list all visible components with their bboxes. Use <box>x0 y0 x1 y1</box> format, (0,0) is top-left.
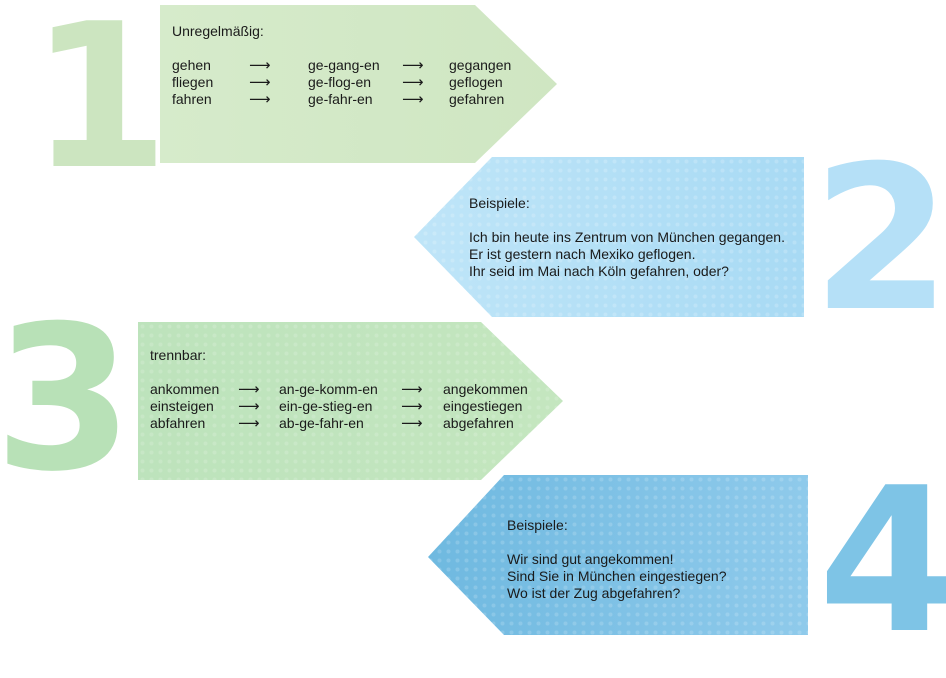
arrow-icon: ⟶ <box>401 398 423 415</box>
example-sentence: Ich bin heute ins Zentrum von München ge… <box>469 229 785 245</box>
section-3-content: trennbar: ankommen ⟶ an-ge-komm-en ⟶ ang… <box>150 347 528 432</box>
arrow-icon: ⟶ <box>249 74 271 91</box>
verb-base: fahren <box>172 91 212 107</box>
arrow-icon: ⟶ <box>401 381 423 398</box>
example-sentence: Wir sind gut angekommen! <box>507 551 674 567</box>
verb-row: abfahren ⟶ ab-ge-fahr-en ⟶ abgefahren <box>150 415 528 432</box>
big-number-4: 4 <box>818 445 946 678</box>
verb-participle: abgefahren <box>443 415 514 431</box>
big-number-1: 1 <box>30 0 169 214</box>
section-2-content: Beispiele: Ich bin heute ins Zentrum von… <box>469 195 785 280</box>
arrow-icon: ⟶ <box>402 91 424 108</box>
verb-row: fliegen ⟶ ge-flog-en ⟶ geflogen <box>172 74 511 91</box>
verb-base: gehen <box>172 57 211 73</box>
example-sentence: Er ist gestern nach Mexiko geflogen. <box>469 246 696 262</box>
verb-base: ankommen <box>150 381 220 397</box>
verb-row: gehen ⟶ ge-gang-en ⟶ gegangen <box>172 57 511 74</box>
arrow-icon: ⟶ <box>238 398 260 415</box>
verb-split: ge-fahr-en <box>308 91 373 107</box>
arrow-icon: ⟶ <box>401 415 423 432</box>
section-2-arrow-shape <box>414 157 804 317</box>
section-2-heading: Beispiele: <box>469 195 530 211</box>
verb-split: an-ge-komm-en <box>279 381 378 397</box>
arrow-icon: ⟶ <box>249 91 271 108</box>
verb-row: ankommen ⟶ an-ge-komm-en ⟶ angekommen <box>150 381 528 398</box>
verb-split: ge-flog-en <box>308 74 372 90</box>
arrow-icon: ⟶ <box>249 57 271 74</box>
section-1-content: Unregelmäßig: gehen ⟶ ge-gang-en ⟶ gegan… <box>172 23 511 108</box>
big-number-3: 3 <box>0 283 133 516</box>
verb-row: einsteigen ⟶ ein-ge-stieg-en ⟶ eingestie… <box>150 398 528 415</box>
verb-base: fliegen <box>172 74 214 90</box>
verb-split: ab-ge-fahr-en <box>279 415 364 431</box>
arrow-icon: ⟶ <box>402 57 424 74</box>
example-sentence: Sind Sie in München eingestiegen? <box>507 568 727 584</box>
example-sentence: Ihr seid im Mai nach Köln gefahren, oder… <box>469 263 729 279</box>
section-1-rows: gehen ⟶ ge-gang-en ⟶ gegangen fliegen ⟶ … <box>172 57 511 108</box>
arrow-icon: ⟶ <box>238 415 260 432</box>
section-3-rows: ankommen ⟶ an-ge-komm-en ⟶ angekommen ei… <box>150 381 528 432</box>
section-3-heading: trennbar: <box>150 347 207 363</box>
verb-participle: angekommen <box>443 381 528 397</box>
section-3-arrow-shape <box>138 322 563 480</box>
section-4-examples: Wir sind gut angekommen! Sind Sie in Mün… <box>507 551 727 602</box>
verb-participle: gegangen <box>449 57 512 73</box>
verb-split: ein-ge-stieg-en <box>279 398 373 414</box>
section-4-heading: Beispiele: <box>507 517 568 533</box>
section-1-arrow-shape <box>160 5 557 163</box>
verb-split: ge-gang-en <box>308 57 380 73</box>
example-sentence: Wo ist der Zug abgefahren? <box>507 585 681 601</box>
verb-participle: gefahren <box>449 91 505 107</box>
verb-participle: eingestiegen <box>443 398 523 414</box>
section-4-content: Beispiele: Wir sind gut angekommen! Sind… <box>507 517 727 602</box>
section-1-heading: Unregelmäßig: <box>172 23 264 39</box>
verb-participle: geflogen <box>449 74 503 90</box>
verb-base: abfahren <box>150 415 206 431</box>
big-number-2: 2 <box>812 123 946 356</box>
section-2-examples: Ich bin heute ins Zentrum von München ge… <box>469 229 785 280</box>
verb-row: fahren ⟶ ge-fahr-en ⟶ gefahren <box>172 91 511 108</box>
arrow-icon: ⟶ <box>238 381 260 398</box>
section-4-arrow-shape <box>428 475 808 635</box>
verb-base: einsteigen <box>150 398 214 414</box>
arrow-icon: ⟶ <box>402 74 424 91</box>
